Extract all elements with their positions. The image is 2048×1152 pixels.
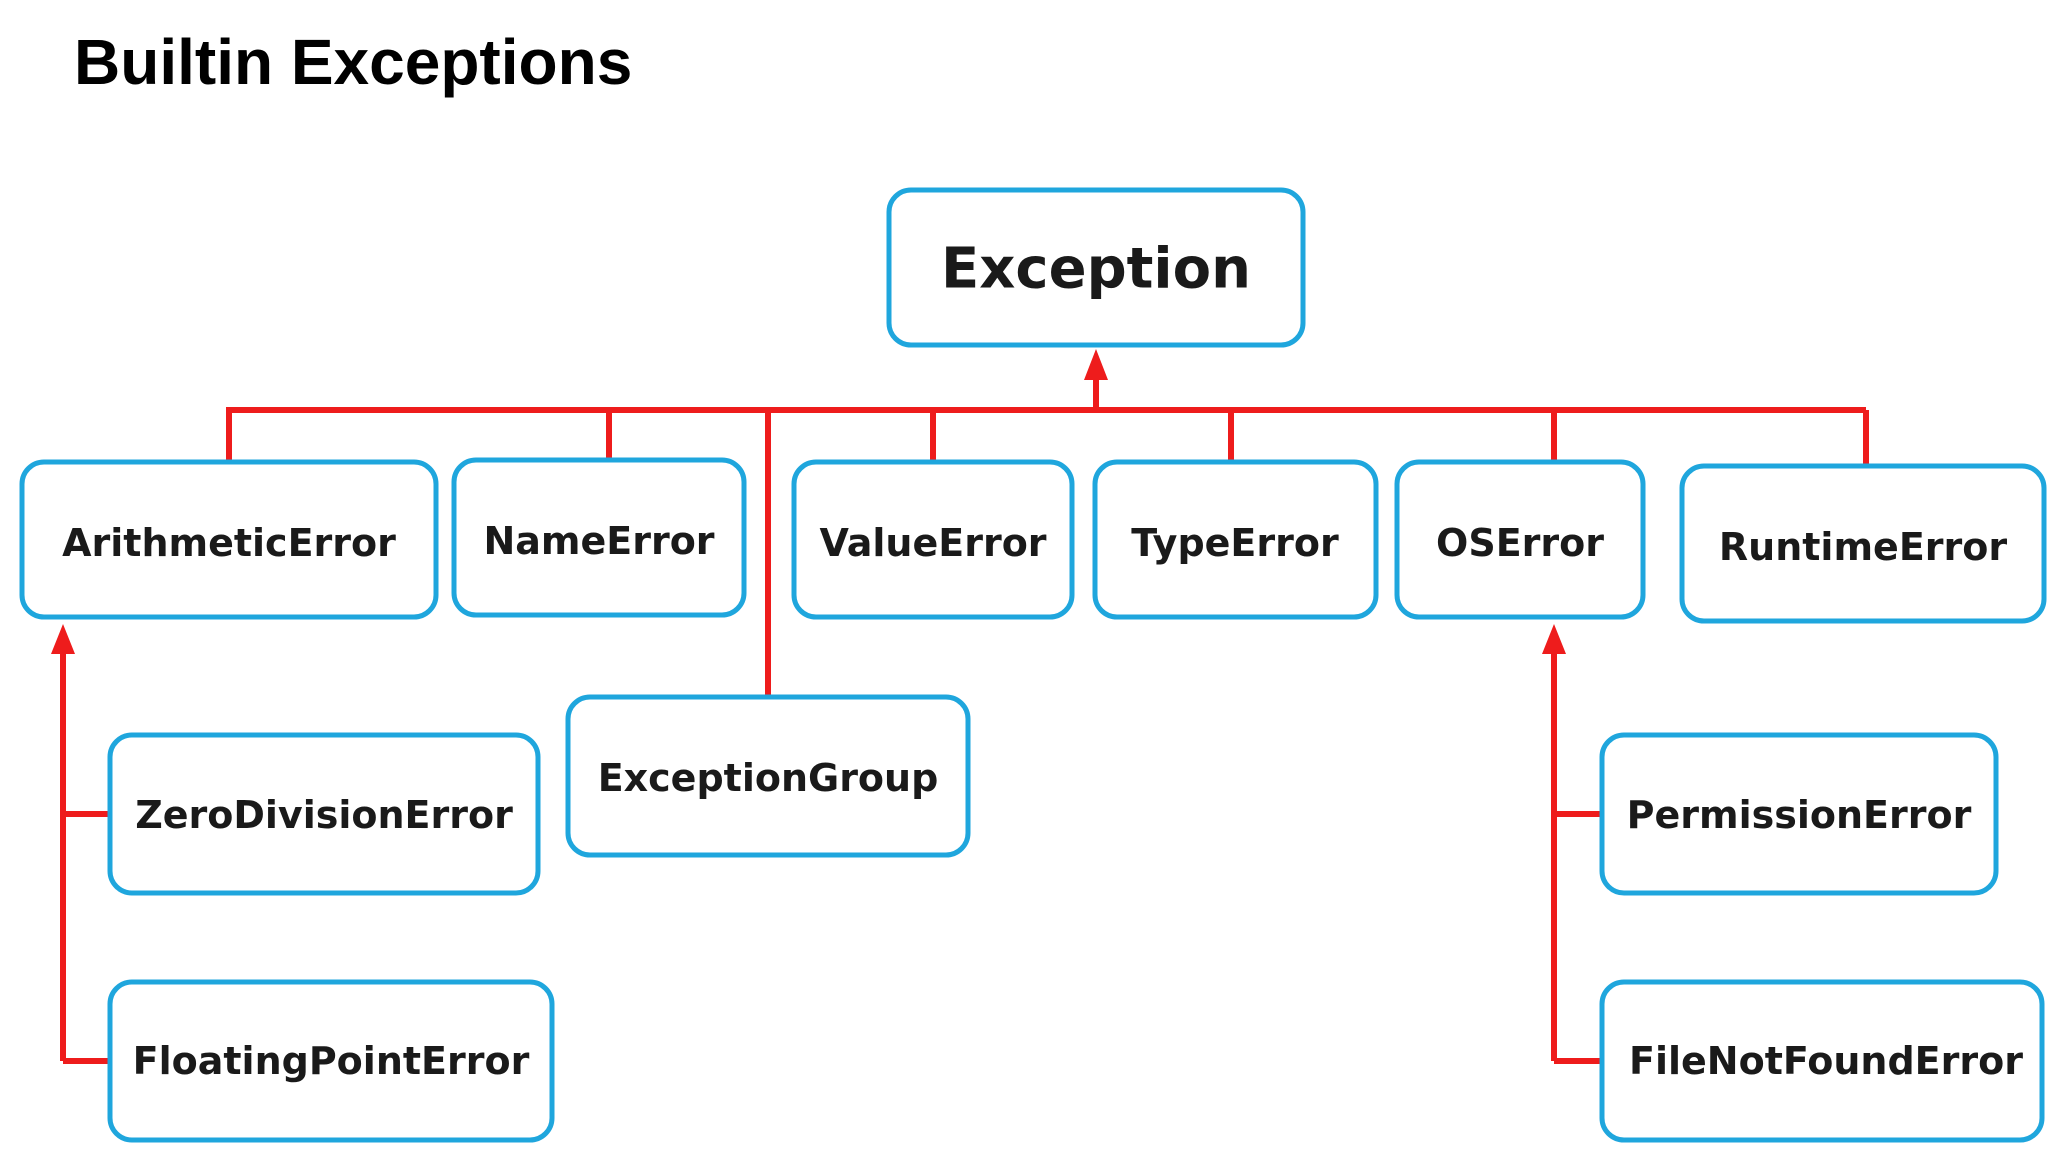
node-value-error-box — [791, 459, 1075, 620]
node-exception-group-label: ExceptionGroup — [598, 756, 939, 800]
node-exception: Exception — [886, 187, 1306, 348]
node-os-error-box — [1394, 459, 1646, 620]
node-value-error-label: ValueError — [819, 521, 1046, 565]
node-arithmetic-error: ArithmeticError — [19, 459, 439, 620]
node-os-error-label: OSError — [1436, 521, 1604, 565]
node-os-error: OSError — [1394, 459, 1646, 620]
node-file-not-found-error-label: FileNotFoundError — [1629, 1039, 2023, 1083]
node-type-error-box — [1092, 459, 1379, 620]
node-zero-division-error-label: ZeroDivisionError — [135, 793, 513, 837]
node-file-not-found-error: FileNotFoundError — [1599, 979, 2045, 1143]
node-floating-point-error-label: FloatingPointError — [133, 1039, 530, 1083]
node-type-error-label: TypeError — [1131, 521, 1339, 565]
node-permission-error-label: PermissionError — [1627, 793, 1972, 837]
node-exception-group-box — [565, 694, 971, 858]
node-exception-box — [886, 187, 1306, 348]
node-floating-point-error: FloatingPointError — [107, 979, 555, 1143]
node-arithmetic-error-label: ArithmeticError — [62, 521, 396, 565]
node-file-not-found-error-box — [1599, 979, 2045, 1143]
arithmetic-error-arrowhead — [51, 624, 75, 654]
root-arrowhead — [1084, 349, 1108, 380]
node-arithmetic-error-box — [19, 459, 439, 620]
connector-lines — [60, 380, 1869, 1064]
node-zero-division-error-box — [107, 732, 541, 896]
node-exception-group: ExceptionGroup — [565, 694, 971, 858]
node-floating-point-error-box — [107, 979, 555, 1143]
node-zero-division-error: ZeroDivisionError — [107, 732, 541, 896]
os-error-arrowhead — [1542, 624, 1566, 654]
node-exception-label: Exception — [941, 237, 1251, 302]
node-name-error-label: NameError — [483, 519, 714, 563]
node-permission-error: PermissionError — [1599, 732, 1999, 896]
node-name-error: NameError — [451, 457, 747, 618]
node-value-error: ValueError — [791, 459, 1075, 620]
node-runtime-error: RuntimeError — [1679, 463, 2047, 624]
node-runtime-error-box — [1679, 463, 2047, 624]
node-type-error: TypeError — [1092, 459, 1379, 620]
page-title: Builtin Exceptions — [74, 26, 633, 98]
node-name-error-box — [451, 457, 747, 618]
node-runtime-error-label: RuntimeError — [1719, 525, 2007, 569]
node-permission-error-box — [1599, 732, 1999, 896]
